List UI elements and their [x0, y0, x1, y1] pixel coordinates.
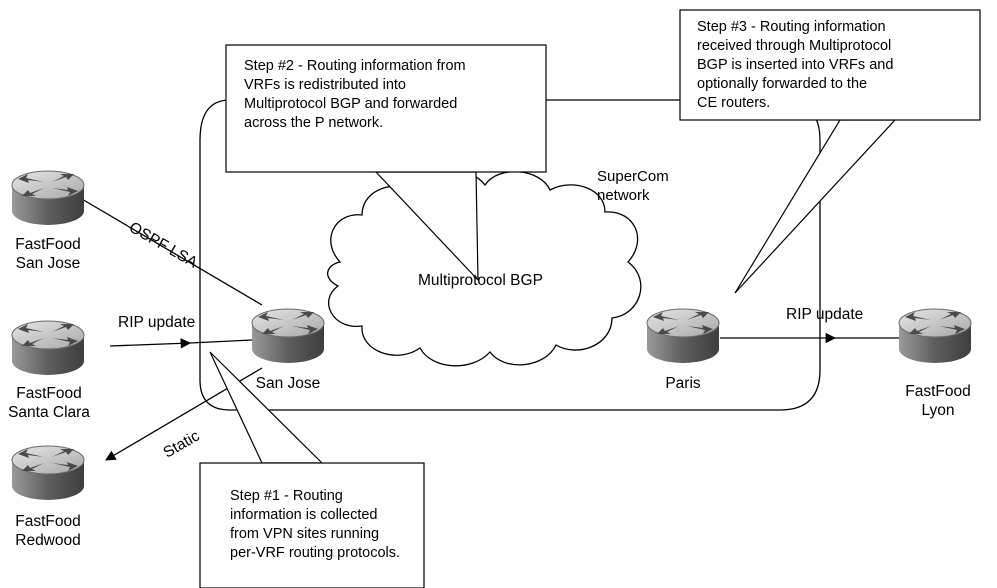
router-label-line: San Jose	[255, 375, 321, 392]
router-label-pe-san-jose: San Jose	[248, 374, 328, 393]
router-label-line: FastFood	[15, 236, 81, 253]
callout-line: Step #2 - Routing information from	[244, 58, 466, 74]
router-label-line: Santa Clara	[8, 404, 90, 421]
network-name-line: network	[597, 187, 650, 204]
router-label-line: San Jose	[15, 255, 81, 272]
callout-line: optionally forwarded to the	[697, 76, 868, 92]
callout-line: VRFs is redistributed into	[244, 77, 406, 93]
callout-step2-box	[225, 44, 547, 173]
callout-line: Step #1 - Routing	[230, 488, 343, 504]
link-label-rip-out: RIP update	[786, 306, 864, 323]
callout-step2-text: Step #2 - Routing information from VRFs …	[244, 57, 466, 133]
callout-step1-pointer	[209, 351, 324, 464]
router-label-pe-paris: Paris	[648, 374, 718, 393]
link-rip-in-tail	[189, 339, 253, 344]
router-label-fastfood-lyon: FastFood Lyon	[898, 382, 978, 420]
callout-line: Step #3 - Routing information	[697, 19, 886, 35]
router-label-fastfood-redwood: FastFood Redwood	[8, 512, 88, 550]
router-icon-fastfood-lyon	[898, 308, 972, 364]
callout-line: per-VRF routing protocols.	[230, 545, 401, 561]
callout-step1-box	[199, 462, 425, 588]
router-label-fastfood-san-jose: FastFood San Jose	[8, 235, 88, 273]
router-label-line: Lyon	[921, 402, 955, 419]
router-icon-fastfood-redwood	[11, 445, 85, 501]
cloud-icon	[327, 170, 642, 367]
router-icon-pe-paris	[646, 308, 720, 364]
callout-line: CE routers.	[697, 95, 771, 111]
callout-step3-text: Step #3 - Routing information received t…	[697, 18, 893, 113]
link-rip-in	[109, 338, 192, 349]
callout-line: from VPN sites running	[230, 526, 380, 542]
callout-line: received through Multiprotocol	[697, 38, 892, 54]
router-label-line: FastFood	[905, 383, 971, 400]
callout-line: Multiprotocol BGP and forwarded	[244, 96, 458, 112]
router-label-line: Paris	[665, 375, 701, 392]
router-label-line: Redwood	[15, 532, 81, 549]
link-ospf	[74, 194, 263, 306]
callout-line: across the P network.	[244, 115, 384, 131]
link-label-rip-in: RIP update	[118, 314, 196, 331]
network-name-line: SuperCom	[597, 168, 669, 185]
router-label-line: FastFood	[16, 385, 82, 402]
callout-step3-box	[679, 9, 981, 121]
router-label-line: FastFood	[15, 513, 81, 530]
cloud-label: Multiprotocol BGP	[418, 272, 543, 289]
callout-line: information is collected	[230, 507, 378, 523]
router-icon-pe-san-jose	[251, 308, 325, 364]
network-name-label: SuperCom network	[597, 167, 669, 205]
callout-step3-pointer	[734, 119, 897, 294]
callout-step1-text: Step #1 - Routing information is collect…	[230, 487, 400, 563]
router-icon-fastfood-santa-clara	[11, 320, 85, 376]
router-label-fastfood-santa-clara: FastFood Santa Clara	[4, 384, 94, 422]
callout-line: BGP is inserted into VRFs and	[697, 57, 894, 73]
router-icon-fastfood-san-jose	[11, 170, 85, 226]
